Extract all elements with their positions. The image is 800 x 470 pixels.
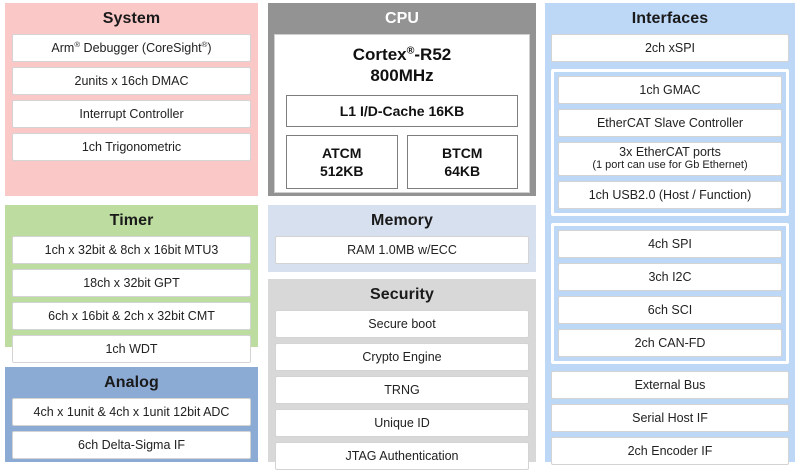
security-item-crypto-engine: Crypto Engine (275, 343, 529, 371)
interfaces-item-i2c: 3ch I2C (558, 263, 782, 291)
security-item-trng: TRNG (275, 376, 529, 404)
timer-item-mtu3: 1ch x 32bit & 8ch x 16bit MTU3 (12, 236, 251, 264)
system-item-interrupt-controller: Interrupt Controller (12, 100, 251, 128)
interfaces-item-usb: 1ch USB2.0 (Host / Function) (558, 181, 782, 209)
interfaces-item-can-fd: 2ch CAN-FD (558, 329, 782, 357)
cpu-btcm: BTCM 64KB (406, 135, 518, 189)
system-item-trigonometric: 1ch Trigonometric (12, 133, 251, 161)
cpu-core-container: Cortex®-R52 800MHz L1 I/D-Cache 16KB ATC… (274, 34, 530, 193)
cpu-atcm-size: 512KB (319, 163, 364, 179)
interfaces-item-gmac: 1ch GMAC (558, 76, 782, 104)
interfaces-group-network: 1ch GMAC EtherCAT Slave Controller 3x Et… (551, 69, 789, 216)
panel-memory: Memory RAM 1.0MB w/ECC (268, 205, 536, 272)
cpu-l1-cache: L1 I/D-Cache 16KB (286, 95, 518, 127)
panel-title-interfaces: Interfaces (631, 10, 709, 27)
security-item-secure-boot: Secure boot (275, 310, 529, 338)
analog-item-adc: 4ch x 1unit & 4ch x 1unit 12bit ADC (12, 398, 251, 426)
interfaces-group-bottom: External Bus Serial Host IF 2ch Encoder … (551, 371, 789, 465)
analog-item-delta-sigma: 6ch Delta-Sigma IF (12, 431, 251, 459)
interfaces-item-xspi: 2ch xSPI (551, 34, 789, 62)
cpu-btcm-size: 64KB (444, 163, 481, 179)
interfaces-item-ethercat-ports-note: (1 port can use for Gb Ethernet) (592, 159, 748, 171)
timer-item-cmt: 6ch x 16bit & 2ch x 32bit CMT (12, 302, 251, 330)
panel-title-memory: Memory (371, 212, 433, 229)
panel-interfaces: Interfaces 2ch xSPI 1ch GMAC EtherCAT Sl… (545, 3, 795, 465)
panel-system: System Arm® Debugger (CoreSight®) 2units… (5, 3, 258, 196)
system-item-arm-debugger: Arm® Debugger (CoreSight®) (12, 34, 251, 62)
panel-title-cpu: CPU (384, 10, 420, 27)
interfaces-item-sci: 6ch SCI (558, 296, 782, 324)
security-item-jtag-authentication: JTAG Authentication (275, 442, 529, 470)
security-item-unique-id: Unique ID (275, 409, 529, 437)
interfaces-item-ethercat-slave-controller: EtherCAT Slave Controller (558, 109, 782, 137)
panel-title-security: Security (370, 286, 434, 303)
timer-item-wdt: 1ch WDT (12, 335, 251, 363)
interfaces-item-ethercat-ports: 3x EtherCAT ports (1 port can use for Gb… (558, 142, 782, 176)
panel-timer: Timer 1ch x 32bit & 8ch x 16bit MTU3 18c… (5, 205, 258, 363)
interfaces-group-serial: 4ch SPI 3ch I2C 6ch SCI 2ch CAN-FD (551, 223, 789, 364)
cpu-core-frequency: 800MHz (370, 66, 434, 85)
panel-security: Security Secure boot Crypto Engine TRNG … (268, 279, 536, 470)
cpu-tcm-row: ATCM 512KB BTCM 64KB (286, 135, 518, 189)
system-item-dmac: 2units x 16ch DMAC (12, 67, 251, 95)
interfaces-item-encoder-if: 2ch Encoder IF (551, 437, 789, 465)
interfaces-item-serial-host-if: Serial Host IF (551, 404, 789, 432)
timer-item-gpt: 18ch x 32bit GPT (12, 269, 251, 297)
cpu-core-name: Cortex®-R52 800MHz (352, 44, 452, 85)
interfaces-item-spi: 4ch SPI (558, 230, 782, 258)
panel-title-system: System (102, 10, 161, 27)
cpu-btcm-name: BTCM (442, 145, 483, 161)
memory-item-ram: RAM 1.0MB w/ECC (275, 236, 529, 264)
panel-cpu: CPU Cortex®-R52 800MHz L1 I/D-Cache 16KB… (268, 3, 536, 196)
cpu-atcm: ATCM 512KB (286, 135, 398, 189)
panel-title-analog: Analog (104, 374, 159, 391)
cpu-atcm-name: ATCM (322, 145, 362, 161)
interfaces-group-top: 2ch xSPI (551, 34, 789, 62)
interfaces-item-external-bus: External Bus (551, 371, 789, 399)
panel-title-timer: Timer (109, 212, 154, 229)
panel-analog: Analog 4ch x 1unit & 4ch x 1unit 12bit A… (5, 367, 258, 462)
interfaces-item-ethercat-ports-main: 3x EtherCAT ports (619, 145, 721, 159)
